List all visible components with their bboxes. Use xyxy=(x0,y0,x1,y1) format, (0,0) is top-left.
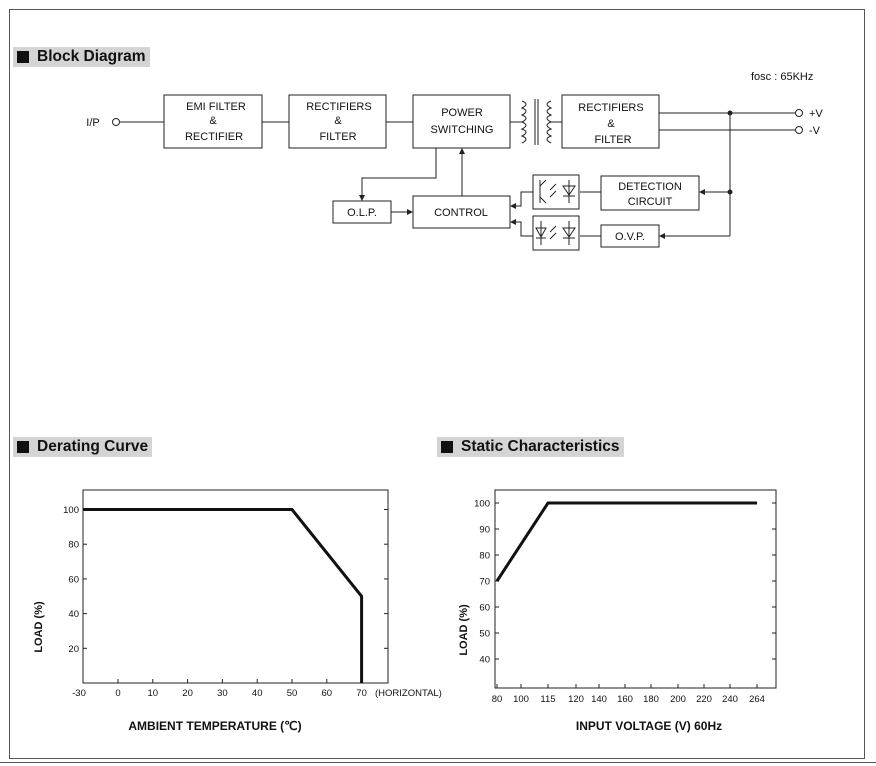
static-plot-frame xyxy=(494,489,777,689)
derating-x-tick-label: 30 xyxy=(217,688,228,699)
power-line-1: POWER xyxy=(441,107,483,119)
derating-x-tick-label: 60 xyxy=(322,688,333,699)
rect1-line-3: FILTER xyxy=(319,131,356,143)
static-x-tick-label: 264 xyxy=(749,694,765,705)
rect2-line-3: FILTER xyxy=(594,134,631,146)
static-y-tick-label: 60 xyxy=(479,603,490,614)
derating-x-tick-label: 20 xyxy=(182,688,193,699)
static-heading: Static Characteristics xyxy=(437,437,624,457)
derating-y-tick-label: 40 xyxy=(68,609,79,620)
block-diagram-title: Block Diagram xyxy=(37,48,146,65)
static-x-tick-label: 240 xyxy=(722,694,738,705)
derating-y-tick-label: 80 xyxy=(68,540,79,551)
derating-y-axis-label: LOAD (%) xyxy=(33,601,45,653)
static-y-tick-label: 50 xyxy=(479,629,490,640)
emi-line-3: RECTIFIER xyxy=(185,131,243,143)
rect2-line-1: RECTIFIERS xyxy=(578,102,643,114)
derating-title: Derating Curve xyxy=(37,438,149,455)
rect1-line-1: RECTIFIERS xyxy=(306,101,371,113)
static-x-tick-label: 115 xyxy=(540,694,555,705)
emi-line-2: & xyxy=(209,115,217,127)
derating-x-tick-label: -30 xyxy=(72,688,86,699)
emi-line-1: EMI FILTER xyxy=(186,101,246,113)
derating-x-tick-label: 0 xyxy=(115,688,120,699)
output-pos-label: +V xyxy=(809,108,823,120)
fosc-label: fosc : 65KHz xyxy=(751,71,813,83)
derating-x-note: (HORIZONTAL) xyxy=(375,688,442,699)
control-label: CONTROL xyxy=(434,207,488,219)
derating-y-tick-label: 60 xyxy=(68,574,79,585)
static-x-tick-label: 180 xyxy=(643,694,659,705)
static-y-axis-label: LOAD (%) xyxy=(458,604,470,656)
derating-heading: Derating Curve xyxy=(13,437,153,457)
derating-plot-frame xyxy=(82,489,389,684)
detection-line-1: DETECTION xyxy=(618,181,682,193)
static-x-tick-label: 100 xyxy=(513,694,529,705)
static-title: Static Characteristics xyxy=(461,438,620,455)
static-x-tick-label: 120 xyxy=(568,694,584,705)
heading-bullet-icon xyxy=(17,441,29,453)
static-y-tick-label: 100 xyxy=(474,499,490,510)
derating-x-tick-label: 10 xyxy=(148,688,159,699)
static-x-tick-label: 80 xyxy=(492,694,503,705)
olp-label: O.L.P. xyxy=(347,207,377,219)
derating-x-tick-label: 40 xyxy=(252,688,263,699)
page-frame xyxy=(9,9,865,759)
heading-bullet-icon xyxy=(17,51,29,63)
derating-y-tick-label: 100 xyxy=(63,505,79,516)
derating-y-tick-label: 20 xyxy=(68,644,79,655)
optocoupler-symbols xyxy=(535,179,576,245)
static-y-tick-label: 40 xyxy=(479,655,490,666)
static-y-tick-label: 90 xyxy=(479,525,490,536)
static-x-tick-label: 160 xyxy=(617,694,633,705)
input-label: I/P xyxy=(86,117,99,129)
ovp-label: O.V.P. xyxy=(615,231,645,243)
static-x-axis-label: INPUT VOLTAGE (V) 60Hz xyxy=(576,719,722,733)
rect1-line-2: & xyxy=(334,115,342,127)
optocoupler-bottom xyxy=(532,215,580,251)
heading-bullet-icon xyxy=(441,441,453,453)
detection-line-2: CIRCUIT xyxy=(628,196,673,208)
block-diagram-heading: Block Diagram xyxy=(13,47,150,67)
output-neg-label: -V xyxy=(809,125,821,137)
derating-x-tick-label: 70 xyxy=(356,688,367,699)
derating-series-line xyxy=(83,508,364,683)
page-bottom-rule xyxy=(0,762,876,763)
static-x-tick-label: 220 xyxy=(696,694,712,705)
static-y-tick-label: 70 xyxy=(479,577,490,588)
static-y-tick-label: 80 xyxy=(479,551,490,562)
static-series-line xyxy=(495,501,757,582)
rect2-line-2: & xyxy=(607,118,615,130)
power-line-2: SWITCHING xyxy=(431,124,494,136)
static-x-tick-label: 140 xyxy=(591,694,607,705)
static-x-tick-label: 200 xyxy=(670,694,686,705)
derating-x-axis-label: AMBIENT TEMPERATURE (℃) xyxy=(128,719,301,733)
derating-x-tick-label: 50 xyxy=(287,688,298,699)
